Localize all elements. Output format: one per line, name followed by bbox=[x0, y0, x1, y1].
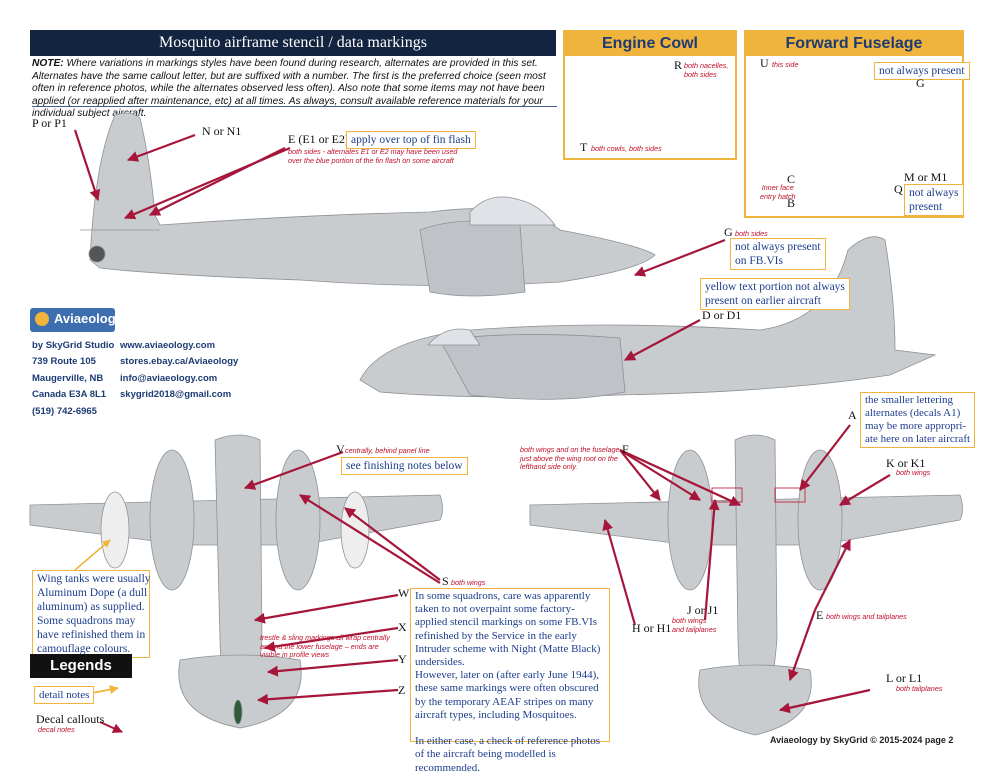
trestle-note: trestle & sling markings all wrap centra… bbox=[260, 633, 390, 660]
callout-f: F bbox=[622, 442, 629, 456]
address-line: Maugerville, NB bbox=[32, 372, 104, 384]
callout-v: V bbox=[336, 442, 345, 456]
e-box: apply over top of fin flash bbox=[346, 131, 476, 149]
studio-links: www.aviaeology.com stores.ebay.ca/Aviaeo… bbox=[120, 338, 238, 404]
side-profile-upper bbox=[80, 112, 656, 297]
callout-t: T bbox=[580, 140, 588, 154]
callout-c-note: Inner face entry hatch bbox=[760, 183, 796, 201]
logo-sun-icon bbox=[35, 312, 49, 326]
legend-decal-callouts: Decal callouts bbox=[36, 712, 105, 726]
e-bottom-note: both wings and tailplanes bbox=[826, 612, 907, 621]
callout-r: R bbox=[674, 58, 683, 72]
v-box: see finishing notes below bbox=[341, 457, 468, 475]
legend-decal-notes: decal notes bbox=[38, 725, 75, 734]
callout-c: C bbox=[787, 172, 796, 186]
callout-j: J or J1 bbox=[687, 603, 719, 617]
f-note: both wings and on the fuselage just abov… bbox=[520, 445, 620, 472]
callout-n: N or N1 bbox=[202, 124, 242, 138]
callout-t-note: both cowls, both sides bbox=[591, 144, 662, 153]
ebay-store-link[interactable]: stores.ebay.ca/Aviaeology bbox=[120, 356, 239, 368]
engine-cowl-panel: Engine Cowl bbox=[563, 30, 737, 160]
j-note: both wings and tailplanes bbox=[672, 616, 717, 634]
callout-y: Y bbox=[398, 652, 407, 666]
l-note: both tailplanes bbox=[896, 684, 943, 693]
g-side-note: both sides bbox=[735, 229, 768, 238]
gmail-link[interactable]: skygrid2018@gmail.com bbox=[120, 389, 232, 401]
callout-u: U bbox=[760, 56, 769, 70]
page-title: Mosquito airframe stencil / data marking… bbox=[30, 30, 556, 56]
wing-tank-box: Wing tanks were usually Aluminum Dope (a… bbox=[32, 570, 151, 658]
k-note: both wings bbox=[896, 468, 931, 477]
engine-cowl-title: Engine Cowl bbox=[565, 32, 735, 56]
callout-p: P or P1 bbox=[32, 116, 67, 130]
side-profile-lower bbox=[359, 236, 937, 400]
squadron-note-box: In some squadrons, care was apparently t… bbox=[410, 588, 610, 774]
s-note: both wings bbox=[451, 578, 486, 587]
callout-k: K or K1 bbox=[886, 456, 926, 470]
callout-e-side: E (E1 or E2) bbox=[288, 132, 349, 146]
address-line: Canada E3A 8L1 bbox=[32, 389, 107, 401]
aviaeology-logo: Aviaeology bbox=[30, 308, 123, 332]
callout-fwd-g: G bbox=[916, 76, 925, 90]
address-line: (519) 742-6965 bbox=[32, 405, 97, 417]
forward-fuselage-title: Forward Fuselage bbox=[746, 32, 962, 56]
callout-h: H or H1 bbox=[632, 621, 672, 635]
detail-note-arrow bbox=[74, 539, 111, 571]
callout-a: A bbox=[848, 408, 857, 422]
callout-m: M or M1 bbox=[904, 170, 948, 184]
g-side-box: not always present on FB.VIs bbox=[730, 238, 826, 270]
legend-detail-arrow bbox=[91, 685, 119, 694]
intro-note: NOTE: Where variations in markings style… bbox=[32, 58, 557, 121]
callout-l: L or L1 bbox=[886, 671, 923, 685]
callout-q: Q bbox=[894, 182, 903, 196]
callout-w: W bbox=[398, 586, 410, 600]
legend-decal-arrow bbox=[99, 721, 123, 733]
divider bbox=[32, 106, 557, 107]
info-email-link[interactable]: info@aviaeology.com bbox=[120, 372, 218, 384]
website-link[interactable]: www.aviaeology.com bbox=[120, 340, 216, 351]
callout-e-bottom: E bbox=[816, 608, 824, 622]
legend-detail-notes: detail notes bbox=[34, 686, 95, 704]
callout-b: B bbox=[787, 196, 796, 210]
note-body: Where variations in markings styles have… bbox=[32, 58, 546, 120]
callout-arrows bbox=[73, 67, 911, 714]
callout-g-side: G bbox=[724, 225, 733, 239]
address-line: by SkyGrid Studio bbox=[32, 340, 115, 351]
v-note: centrally, behind panel line bbox=[345, 446, 430, 455]
bottom-plan-view bbox=[529, 434, 963, 736]
callout-r-note: both nacelles, both sides bbox=[684, 61, 729, 79]
page-footer: Aviaeology by SkyGrid © 2015-2024 page 2 bbox=[770, 735, 954, 745]
a-box: the smaller lettering alternates (decals… bbox=[860, 392, 976, 448]
fwd-g-box: not always present bbox=[874, 62, 970, 80]
callout-d: D or D1 bbox=[702, 308, 742, 322]
callout-u-note: this side bbox=[772, 60, 799, 69]
legends-title: Legends bbox=[30, 654, 132, 678]
callout-z: Z bbox=[398, 683, 406, 697]
note-lead: NOTE: bbox=[32, 58, 64, 69]
address-line: 739 Route 105 bbox=[32, 356, 96, 368]
logo-text: Aviaeology bbox=[54, 311, 123, 326]
callout-x: X bbox=[398, 620, 407, 634]
d-box: yellow text portion not always present o… bbox=[700, 278, 850, 310]
e-note: both sides - alternates E1 or E2 may hav… bbox=[288, 147, 458, 165]
fwd-q-box: not always present bbox=[904, 184, 964, 216]
studio-address: by SkyGrid Studio 739 Route 105 Maugervi… bbox=[32, 338, 114, 420]
callout-s: S bbox=[442, 574, 449, 588]
